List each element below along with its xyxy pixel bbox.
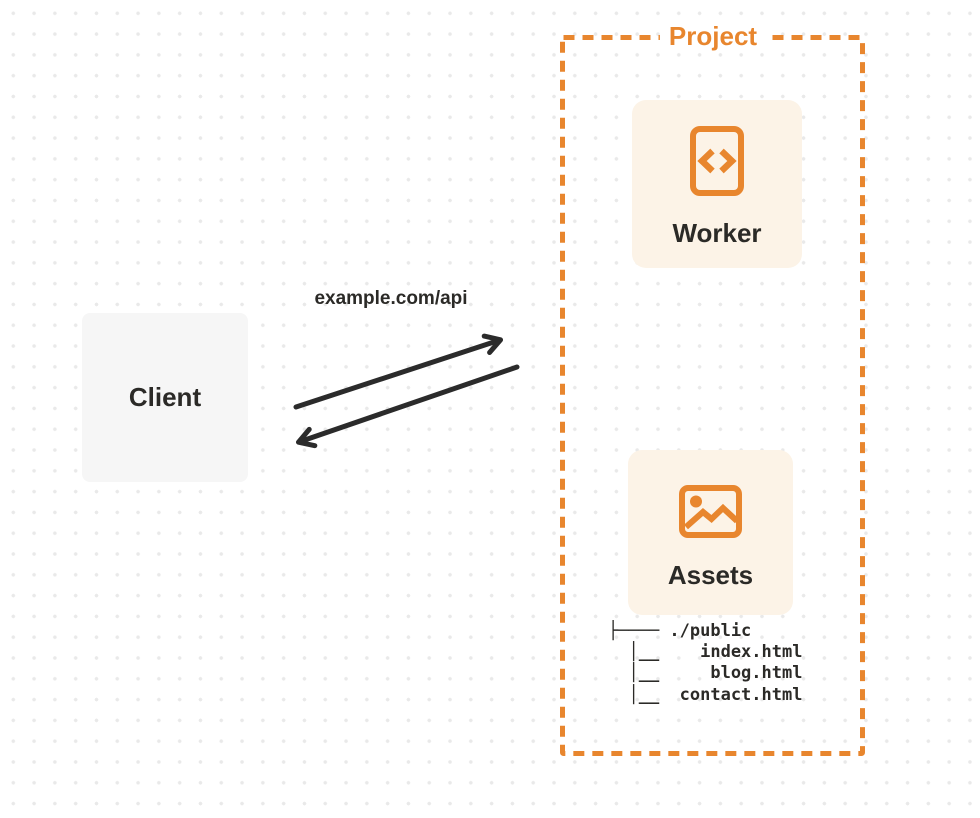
response-arrow [295, 364, 520, 449]
assets-file-tree: ├──── ./public │__ index.html │__ blog.h… [608, 621, 803, 705]
project-title: Project [659, 22, 767, 50]
request-arrow [293, 333, 504, 410]
worker-node: Worker [632, 100, 802, 268]
client-label: Client [128, 382, 202, 412]
image-icon [679, 484, 742, 538]
request-url-label: example.com/api [314, 288, 468, 309]
worker-label: Worker [672, 217, 762, 248]
client-node: Client [82, 313, 248, 482]
code-file-icon [690, 125, 744, 196]
assets-node: Assets [628, 450, 793, 615]
assets-label: Assets [667, 559, 754, 590]
